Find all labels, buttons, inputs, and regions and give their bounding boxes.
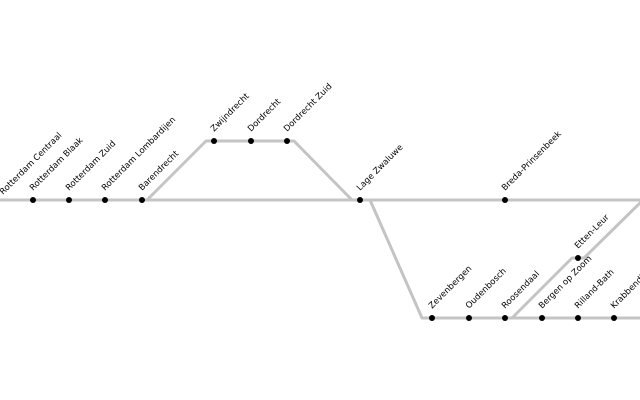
station-dordrecht[interactable]: Dordrecht <box>246 97 284 144</box>
station-dot <box>429 315 435 321</box>
station-label: Krabbendijke <box>609 265 640 311</box>
station-zevenbergen[interactable]: Zevenbergen <box>427 264 474 321</box>
station-dot <box>575 315 581 321</box>
station-label: Breda-Prinsenbeek <box>500 129 564 193</box>
station-label: Etten-Leur <box>573 212 612 251</box>
station-dot <box>502 315 508 321</box>
station-dot <box>66 197 72 203</box>
station-lage-zwaluwe[interactable]: Lage Zwaluwe <box>355 143 405 203</box>
station-dot <box>539 315 545 321</box>
station-oudenbosch[interactable]: Oudenbosch <box>464 266 509 321</box>
station-barendrecht[interactable]: Barendrecht <box>137 149 182 203</box>
station-dordrecht-zuid[interactable]: Dordrecht Zuid <box>282 82 334 144</box>
station-dot <box>102 197 108 203</box>
station-breda-prinsenbeek[interactable]: Breda-Prinsenbeek <box>500 129 564 203</box>
station-dot <box>575 255 581 261</box>
station-label: Dordrecht Zuid <box>282 82 334 134</box>
station-dot <box>502 197 508 203</box>
track-zeeland-line <box>368 198 640 320</box>
station-dot <box>211 138 217 144</box>
station-label: Lage Zwaluwe <box>355 143 405 193</box>
station-dot <box>611 315 617 321</box>
station-dot <box>357 197 363 203</box>
track-dordrecht-loop <box>145 139 354 202</box>
station-dot <box>139 197 145 203</box>
station-zwijndrecht[interactable]: Zwijndrecht <box>209 91 252 144</box>
station-dot <box>284 138 290 144</box>
station-rotterdam-blaak[interactable]: Rotterdam Blaak <box>28 136 85 203</box>
station-dot <box>466 315 472 321</box>
station-dot <box>248 138 254 144</box>
station-dot <box>30 197 36 203</box>
station-label: Dordrecht <box>246 97 284 135</box>
